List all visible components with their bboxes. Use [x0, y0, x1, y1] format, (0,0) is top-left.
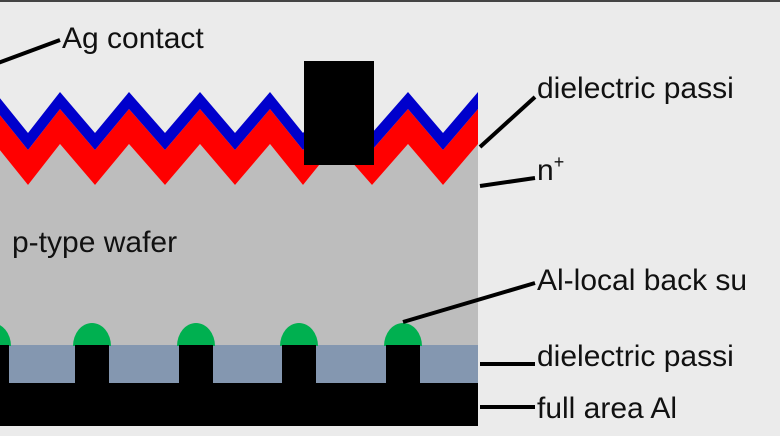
n-plus-emitter-layer [0, 109, 478, 185]
local-al-contact-via [282, 345, 316, 385]
p-type-wafer-body [0, 144, 478, 345]
label-front-dielectric: dielectric passi [537, 72, 734, 105]
local-al-contact-via [179, 345, 213, 385]
leader-front-dielectric [478, 95, 537, 149]
top-border [0, 0, 780, 2]
label-n-plus: n+ [537, 153, 564, 186]
local-bsf-region [73, 323, 111, 346]
label-local-bsf: Al-local back su [537, 264, 748, 297]
label-n-plus-sup: + [553, 152, 565, 172]
local-bsf-region [280, 323, 318, 346]
ag-contact-finger [304, 61, 374, 165]
local-bsf-region [177, 323, 215, 346]
local-bsf-region [384, 323, 422, 346]
local-al-contact-via [75, 345, 109, 385]
front-dielectric-passivation-layer [0, 92, 478, 150]
local-bsf-region [0, 325, 11, 346]
local-al-contacts [0, 323, 422, 385]
label-ag-contact: Ag contact [62, 22, 204, 55]
leader-ag-contact [0, 38, 61, 65]
label-rear-dielectric: dielectric passi [537, 340, 734, 373]
leader-n-plus [479, 176, 536, 188]
full-area-al-layer [0, 383, 478, 426]
label-p-type-wafer: p-type wafer [12, 226, 178, 259]
local-al-contact-via [386, 345, 420, 385]
label-n-plus-base: n [537, 154, 554, 187]
leader-local-bsf [402, 281, 536, 324]
local-al-contact-via [0, 345, 9, 385]
label-full-area-al: full area Al [537, 392, 678, 425]
